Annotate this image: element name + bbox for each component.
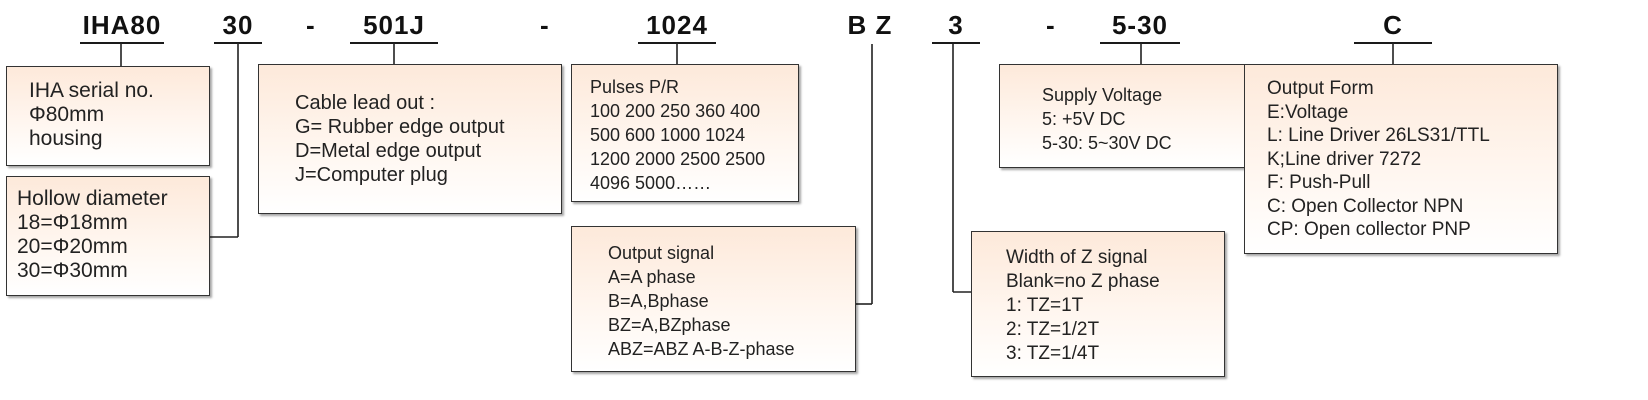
box-line: 2: TZ=1/2T <box>1006 319 1100 340</box>
box-line: B=A,Bphase <box>608 291 709 311</box>
box-line: F: Push-Pull <box>1267 172 1371 193</box>
box-line: 5: +5V DC <box>1042 109 1126 129</box>
box-line: ABZ=ABZ A-B-Z-phase <box>608 339 795 359</box>
box-line: 20=Φ20mm <box>17 235 128 258</box>
box-line: 1: TZ=1T <box>1006 295 1084 316</box>
code-model: IHA80 <box>80 8 164 44</box>
code-separator: - <box>540 10 549 40</box>
box-line: Blank=no Z phase <box>1006 271 1160 292</box>
box-line: J=Computer plug <box>295 164 448 186</box>
box-line: E:Voltage <box>1267 101 1349 123</box>
box-line: 500 600 1000 1024 <box>590 125 746 145</box>
box-output: Output Form E:Voltage L: Line Driver 26L… <box>1244 64 1558 254</box>
box-title: Pulses P/R <box>590 77 680 97</box>
box-pulses: Pulses P/R 100 200 250 360 400 500 600 1… <box>571 64 799 202</box>
box-signal: Output signal A=A phase B=A,Bphase BZ=A,… <box>571 226 856 372</box>
code-voltage: 5-30 <box>1100 8 1180 44</box>
box-zwidth: Width of Z signal Blank=no Z phase 1: TZ… <box>971 231 1225 377</box>
box-line: 3: TZ=1/4T <box>1006 343 1100 364</box>
box-line: 30=Φ30mm <box>17 259 128 282</box>
box-voltage: Supply Voltage 5: +5V DC 5-30: 5~30V DC <box>999 64 1251 168</box>
box-title: Hollow diameter <box>17 187 168 210</box>
box-line: CP: Open collector PNP <box>1267 219 1471 240</box>
code-cable: 501J <box>350 8 438 44</box>
code-zwidth: 3 <box>932 8 980 44</box>
box-line: 5-30: 5~30V DC <box>1042 133 1172 153</box>
box-serial: IHA serial no. Φ80mm housing <box>6 66 210 166</box>
box-line: housing <box>29 127 103 150</box>
box-line: G= Rubber edge output <box>295 116 505 138</box>
box-title: IHA serial no. <box>29 79 154 102</box>
box-hollow: Hollow diameter 18=Φ18mm 20=Φ20mm 30=Φ30… <box>6 176 210 296</box>
box-line: 100 200 250 360 400 <box>590 101 761 121</box>
box-line: 4096 5000…… <box>590 173 712 193</box>
box-line: 18=Φ18mm <box>17 211 128 234</box>
code-separator: - <box>1046 10 1055 40</box>
box-line: Φ80mm <box>29 103 105 126</box>
box-title: Cable lead out : <box>295 92 436 114</box>
code-hollow: 30 <box>214 8 262 44</box>
box-title: Width of Z signal <box>1006 247 1148 268</box>
code-separator: - <box>306 10 315 40</box>
box-line: D=Metal edge output <box>295 140 482 162</box>
code-pulses: 1024 <box>638 8 716 44</box>
box-line: BZ=A,BZphase <box>608 315 731 335</box>
box-title: Output signal <box>608 243 715 263</box>
code-output: C <box>1354 8 1432 44</box>
code-signal: B Z <box>847 10 893 40</box>
box-line: L: Line Driver 26LS31/TTL <box>1267 125 1490 146</box>
box-title: Output Form <box>1267 78 1374 99</box>
box-line: 1200 2000 2500 2500 <box>590 149 766 169</box>
box-title: Supply Voltage <box>1042 85 1163 105</box>
box-line: K;Line driver 7272 <box>1267 148 1422 170</box>
box-line: A=A phase <box>608 267 696 287</box>
box-cable: Cable lead out : G= Rubber edge output D… <box>258 64 562 214</box>
box-line: C: Open Collector NPN <box>1267 195 1464 217</box>
